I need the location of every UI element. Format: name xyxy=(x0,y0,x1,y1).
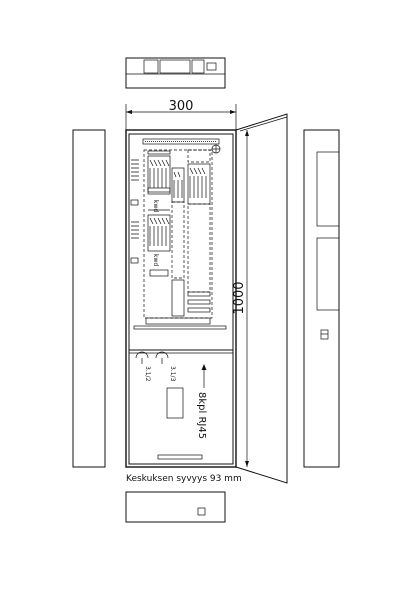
breaker-column-left: kwd kwd xyxy=(147,150,171,277)
right-side-view xyxy=(303,129,340,468)
width-dimension: 300 xyxy=(125,99,237,130)
top-rail xyxy=(142,138,220,145)
open-door xyxy=(235,113,288,484)
top-view xyxy=(125,57,226,89)
bottom-rail xyxy=(133,325,227,330)
bottom-view xyxy=(125,491,226,523)
left-side-view xyxy=(72,129,106,468)
earth-symbol xyxy=(211,144,221,154)
breaker-label-2: 3.1/3 xyxy=(169,366,176,382)
height-dimension-label: 1000 xyxy=(232,281,247,314)
breaker-column-right xyxy=(187,149,211,313)
fuse-label-2: kwd xyxy=(152,254,159,266)
rj45-patch-panel xyxy=(166,387,184,419)
breaker-label-1: 3.1/2 xyxy=(144,366,151,382)
front-view-cabinet xyxy=(125,129,237,468)
height-dimension: 1000 xyxy=(232,130,249,467)
lower-breakers: 3.1/2 3.1/3 xyxy=(135,351,176,382)
bottom-din-rail xyxy=(157,454,203,460)
equipment-frame xyxy=(143,149,213,325)
depth-note: Keskuksen syvyys 93 mm xyxy=(126,474,242,484)
connector-arrow: 8kpl RJ45 xyxy=(196,364,207,439)
fuse-label-1: kwd xyxy=(152,200,159,212)
breaker-column-middle xyxy=(171,167,185,317)
connector-note: 8kpl RJ45 xyxy=(196,392,207,439)
width-dimension-label: 300 xyxy=(169,99,194,114)
terminal-strip-left xyxy=(130,159,139,264)
